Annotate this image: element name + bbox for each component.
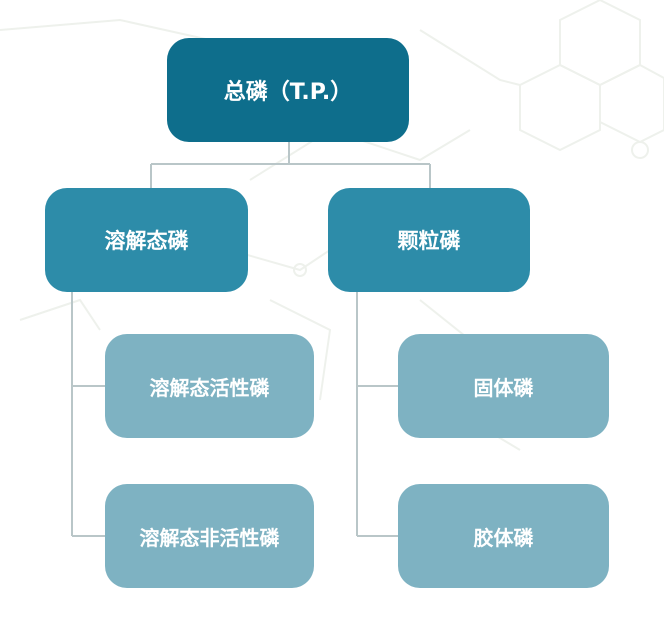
bg-circle-2 — [293, 263, 307, 277]
node-dissolved-active-phosphorus-label: 溶解态活性磷 — [149, 375, 270, 400]
node-solid-phosphorus: 固体磷 — [398, 334, 609, 438]
node-total-phosphorus: 总磷（T.P.） — [167, 38, 409, 142]
bg-line-7 — [229, 249, 331, 272]
bg-line-6 — [269, 299, 332, 401]
node-particulate-phosphorus-label: 颗粒磷 — [397, 229, 461, 253]
node-colloidal-phosphorus-label: 胶体磷 — [473, 525, 534, 550]
bg-circle-1 — [631, 141, 649, 159]
node-dissolved-phosphorus-label: 溶解态磷 — [104, 229, 189, 253]
connector-dissolved-children — [71, 292, 105, 537]
node-dissolved-active-phosphorus: 溶解态活性磷 — [105, 334, 314, 438]
node-dissolved-inactive-phosphorus-label: 溶解态非活性磷 — [139, 525, 280, 550]
bg-line-2 — [419, 29, 521, 86]
connector-root-to-branches — [150, 142, 431, 188]
bg-line-4 — [19, 298, 101, 331]
node-colloidal-phosphorus: 胶体磷 — [398, 484, 609, 588]
node-particulate-phosphorus: 颗粒磷 — [328, 188, 530, 292]
node-solid-phosphorus-label: 固体磷 — [473, 375, 534, 400]
node-total-phosphorus-label: 总磷（T.P.） — [223, 80, 353, 105]
node-dissolved-inactive-phosphorus: 溶解态非活性磷 — [105, 484, 314, 588]
node-dissolved-phosphorus: 溶解态磷 — [45, 188, 248, 292]
connector-particulate-children — [356, 292, 398, 537]
bg-hexagon-3 — [519, 63, 601, 152]
bg-line-1 — [0, 18, 211, 41]
